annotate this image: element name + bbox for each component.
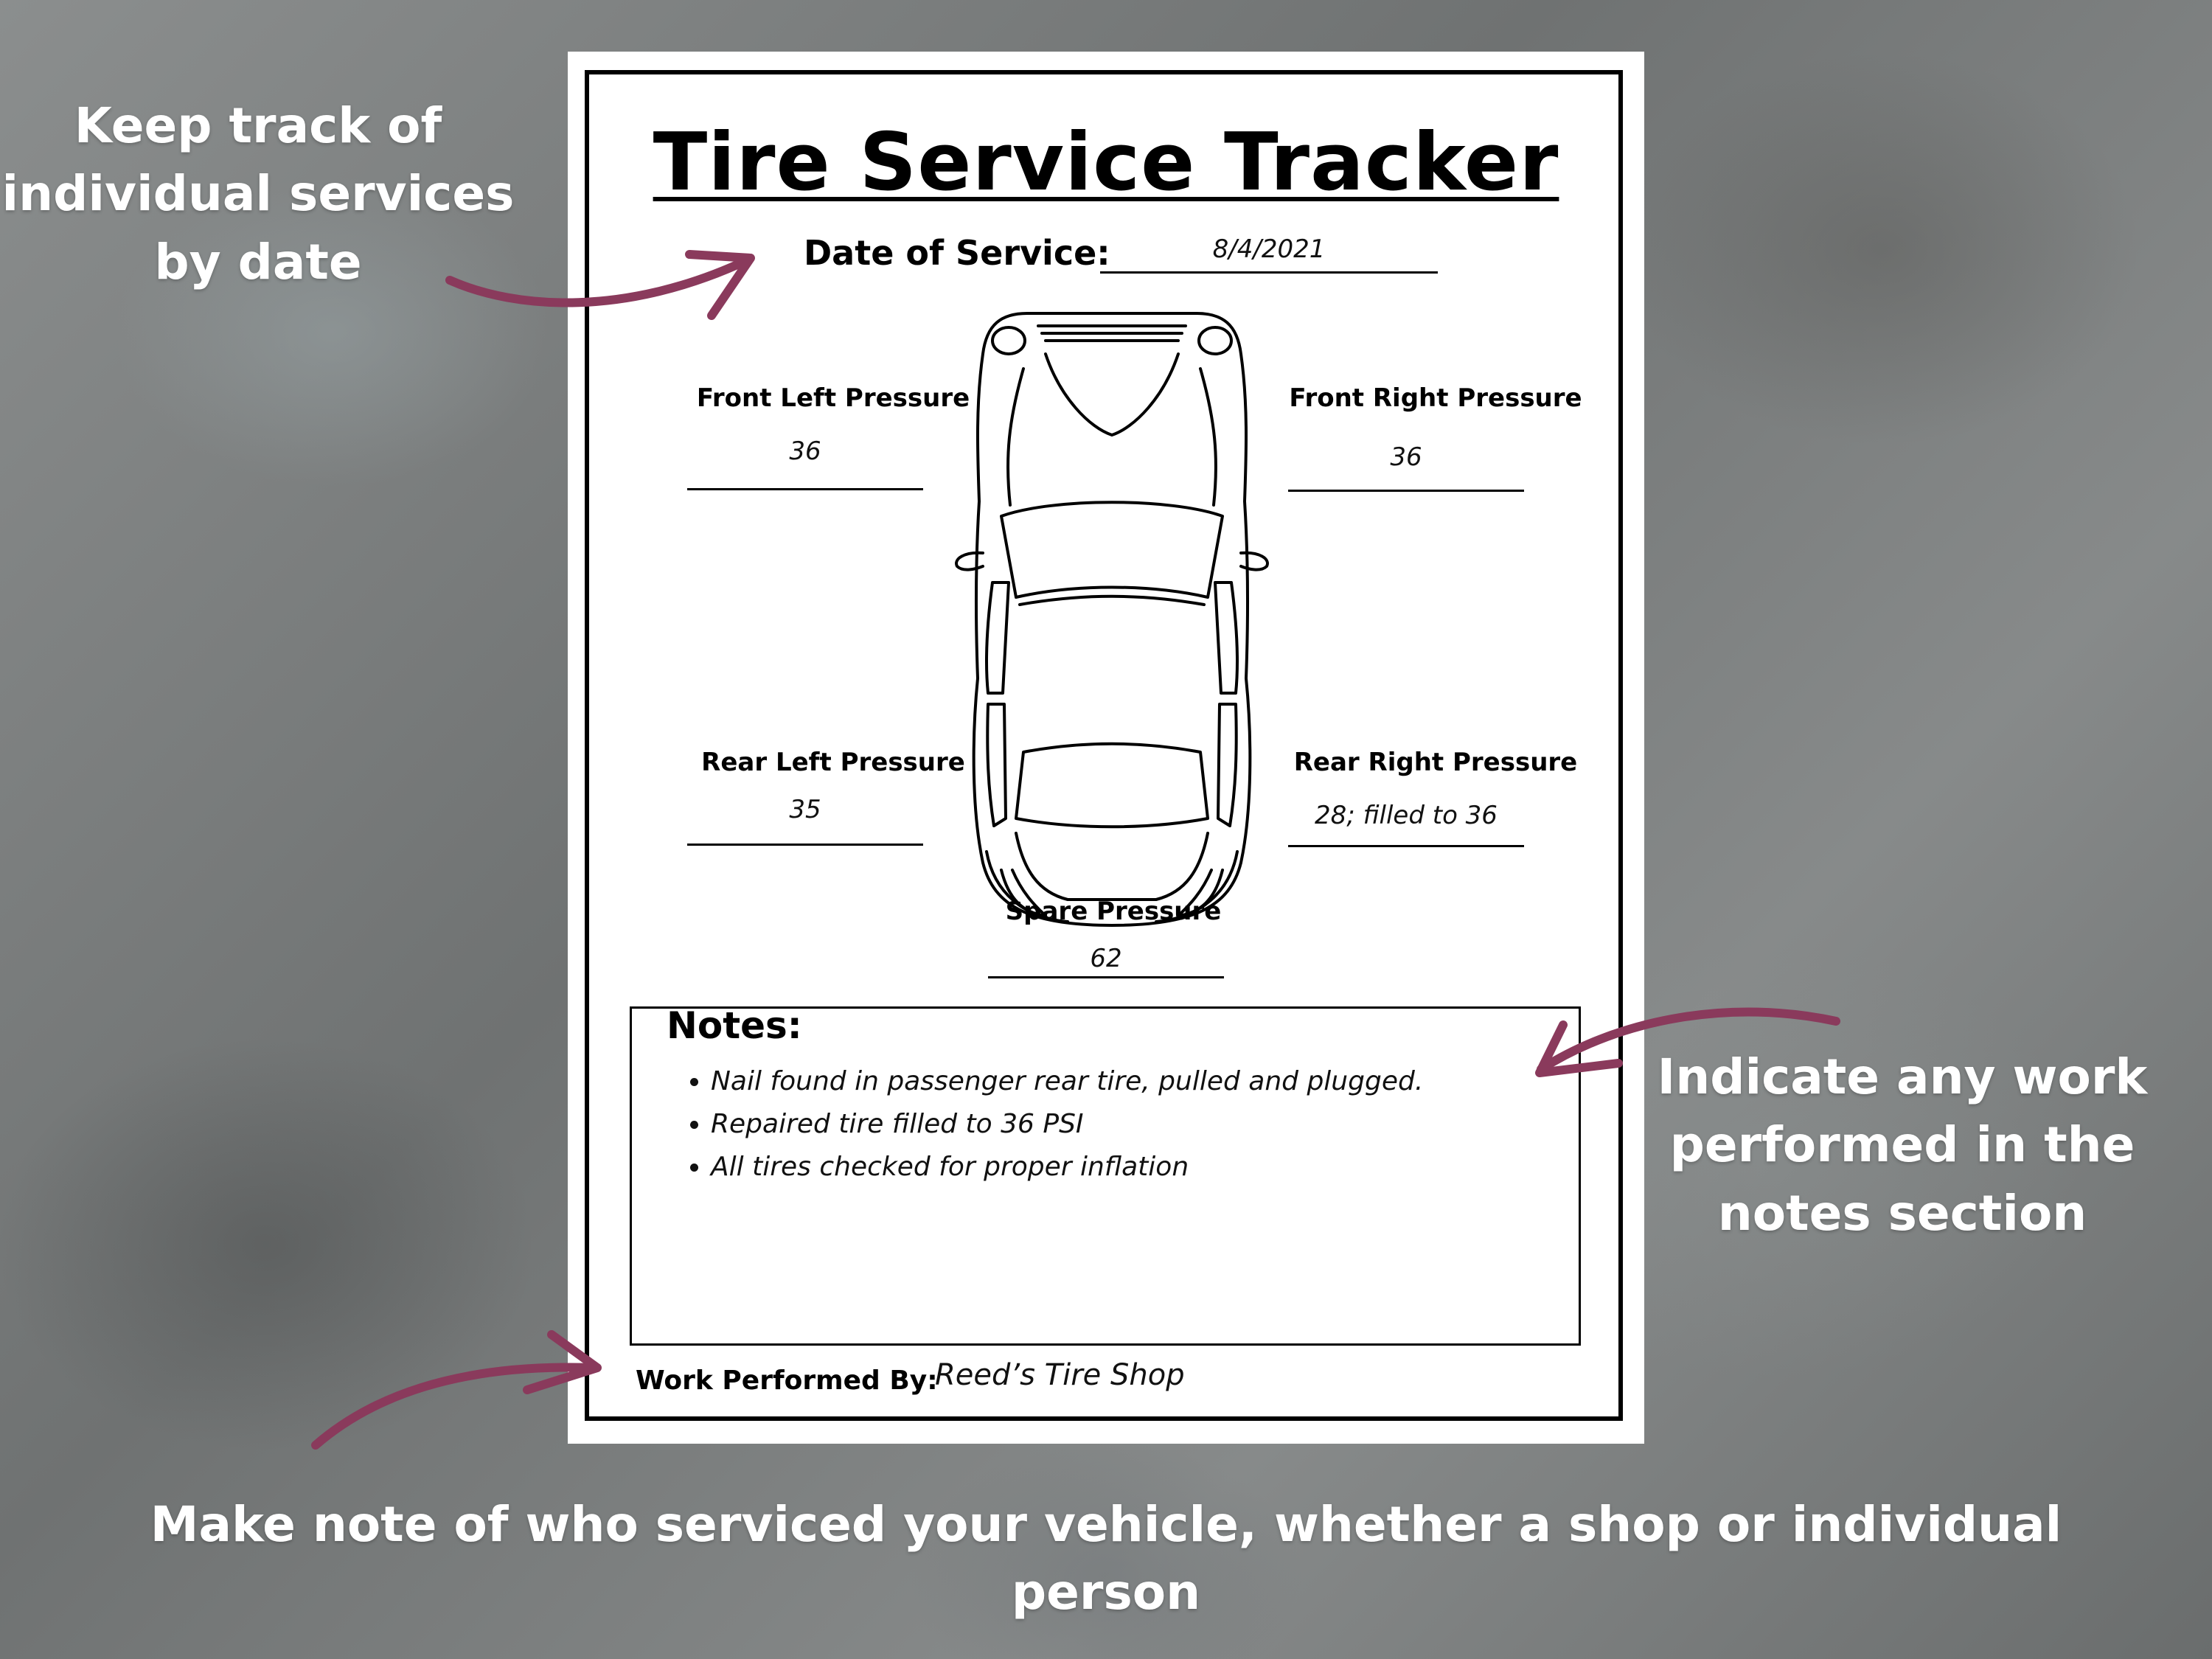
caption-track-services: Keep track of individual services by dat…: [0, 92, 516, 296]
work-performed-by-label: Work Performed By:: [636, 1366, 938, 1396]
arrow-to-work-by-icon: [311, 1363, 598, 1450]
rear-left-pressure-label: Rear Left Pressure: [701, 748, 965, 777]
date-of-service-label: Date of Service:: [804, 233, 1110, 273]
date-of-service-line: [1100, 271, 1438, 274]
rear-left-pressure-value: 35: [789, 795, 821, 824]
caption-notes-section: Indicate any work performed in the notes…: [1652, 1043, 2153, 1248]
car-top-view-icon: [955, 312, 1269, 927]
notes-box: [630, 1006, 1581, 1346]
rear-right-pressure-line: [1288, 845, 1524, 847]
spare-pressure-value: 62: [1090, 944, 1122, 973]
work-performed-by-value: Reed’s Tire Shop: [935, 1358, 1185, 1392]
caption-notes-section-text: Indicate any work performed in the notes…: [1657, 1048, 2148, 1242]
rear-right-pressure-value: 28; filled to 36: [1315, 801, 1498, 830]
sheet-border: [585, 70, 1623, 1421]
notes-item: Nail found in passenger rear tire, pulle…: [711, 1060, 1423, 1103]
date-of-service-value: 8/4/2021: [1212, 234, 1326, 264]
notes-item: All tires checked for proper inflation: [711, 1146, 1423, 1189]
front-right-pressure-value: 36: [1390, 442, 1422, 472]
caption-who-serviced-text: Make note of who serviced your vehicle, …: [150, 1496, 2062, 1621]
document-title: Tire Service Tracker: [653, 116, 1559, 209]
front-right-pressure-line: [1288, 490, 1524, 492]
notes-list: Nail found in passenger rear tire, pulle…: [678, 1060, 1423, 1189]
front-left-pressure-value: 36: [789, 437, 821, 466]
notes-item: Repaired tire filled to 36 PSI: [711, 1103, 1423, 1146]
rear-right-pressure-label: Rear Right Pressure: [1293, 748, 1578, 777]
spare-pressure-line: [988, 976, 1224, 978]
rear-left-pressure-line: [687, 844, 923, 846]
notes-label: Notes:: [667, 1004, 802, 1047]
caption-track-services-text: Keep track of individual services by dat…: [1, 97, 515, 291]
front-left-pressure-line: [687, 488, 923, 490]
front-left-pressure-label: Front Left Pressure: [696, 383, 970, 413]
front-right-pressure-label: Front Right Pressure: [1289, 383, 1582, 413]
caption-who-serviced: Make note of who serviced your vehicle, …: [74, 1491, 2138, 1627]
tracker-sheet: Tire Service Tracker Date of Service: 8/…: [568, 52, 1644, 1444]
